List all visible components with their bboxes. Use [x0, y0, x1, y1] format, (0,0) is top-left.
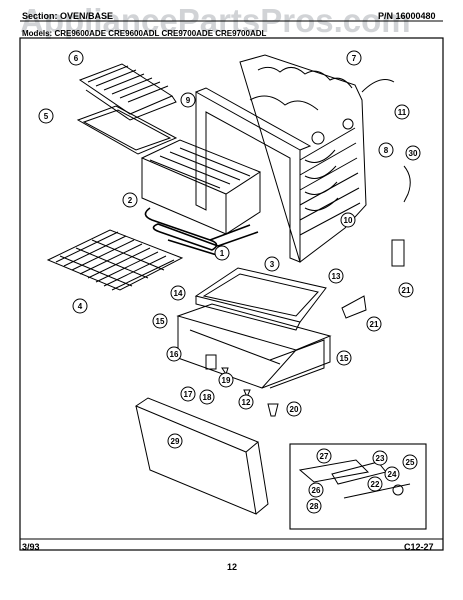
svg-text:11: 11: [398, 108, 407, 117]
oven-light-wire: [361, 79, 395, 93]
svg-text:30: 30: [409, 149, 418, 158]
svg-text:5: 5: [44, 112, 49, 121]
terminal-block: [391, 239, 405, 267]
oven-bottom-panel: [194, 267, 327, 331]
svg-text:15: 15: [156, 317, 165, 326]
callout-16: 16: [166, 346, 182, 362]
callout-3: 3: [264, 256, 280, 272]
svg-text:12: 12: [242, 398, 251, 407]
broil-pan-insert: [78, 63, 177, 121]
callout-24: 24: [384, 466, 400, 482]
svg-text:14: 14: [174, 289, 183, 298]
svg-text:23: 23: [376, 454, 385, 463]
callout-6: 6: [68, 50, 84, 66]
callout-9: 9: [180, 92, 196, 108]
callout-1: 1: [214, 245, 230, 261]
drawer-glide-part: [205, 354, 217, 370]
svg-text:20: 20: [290, 405, 299, 414]
section-title: Section: OVEN/BASE: [22, 11, 114, 21]
diagram-code: C12-27: [404, 542, 434, 552]
svg-text:8: 8: [384, 146, 389, 155]
svg-text:4: 4: [78, 302, 83, 311]
callout-4: 4: [72, 298, 88, 314]
callout-30: 30: [405, 145, 421, 161]
svg-text:6: 6: [74, 54, 79, 63]
storage-drawer-frame: [176, 303, 332, 389]
screw-12: [243, 389, 251, 399]
callout-17: 17: [180, 386, 196, 402]
svg-text:29: 29: [171, 437, 180, 446]
callout-2: 2: [122, 192, 138, 208]
svg-text:16: 16: [170, 350, 179, 359]
anti-tip-bracket: [341, 295, 367, 319]
diagram-frame: [19, 37, 444, 551]
svg-text:2: 2: [128, 196, 133, 205]
leveling-leg: [267, 403, 279, 417]
svg-text:3: 3: [270, 260, 275, 269]
oven-cavity-body: [239, 54, 367, 263]
broil-element-assembly: [140, 139, 262, 235]
screw-19: [221, 367, 229, 376]
revision-date: 3/93: [22, 542, 40, 552]
page-number: 12: [227, 562, 238, 572]
callout-22: 22: [367, 476, 383, 492]
svg-text:9: 9: [186, 96, 191, 105]
callout-29: 29: [167, 433, 183, 449]
callout-21: 21: [398, 282, 414, 298]
callout-25: 25: [402, 454, 418, 470]
storage-drawer: [134, 397, 269, 515]
part-number: P/N 16000480: [378, 11, 436, 21]
model-list: Models: CRE9600ADE CRE9600ADL CRE9700ADE…: [22, 29, 267, 38]
svg-text:24: 24: [388, 470, 397, 479]
oven-rack: [46, 229, 184, 291]
callout-19: 19: [218, 372, 234, 388]
callout-20: 20: [286, 401, 302, 417]
callout-26: 26: [308, 482, 324, 498]
svg-text:17: 17: [184, 390, 193, 399]
svg-text:1: 1: [220, 249, 225, 258]
svg-text:28: 28: [310, 502, 319, 511]
svg-text:7: 7: [352, 54, 357, 63]
callout-7: 7: [346, 50, 362, 66]
callout-21: 21: [366, 316, 382, 332]
oven-front-frame: [195, 87, 312, 263]
svg-text:15: 15: [340, 354, 349, 363]
callout-5: 5: [38, 108, 54, 124]
callout-27: 27: [316, 448, 332, 464]
callout-23: 23: [372, 450, 388, 466]
svg-text:22: 22: [371, 480, 380, 489]
callout-15: 15: [336, 350, 352, 366]
broil-pan: [76, 105, 178, 155]
small-hardware: [205, 79, 411, 417]
svg-text:19: 19: [222, 376, 231, 385]
svg-text:25: 25: [406, 458, 415, 467]
callout-28: 28: [306, 498, 322, 514]
svg-text:26: 26: [312, 486, 321, 495]
callout-10: 10: [340, 212, 356, 228]
bake-element: [144, 207, 259, 257]
oven-light-socket: [311, 131, 325, 145]
svg-text:21: 21: [370, 320, 379, 329]
callout-15: 15: [152, 313, 168, 329]
callout-11: 11: [394, 104, 410, 120]
svg-text:10: 10: [344, 216, 353, 225]
sensor-probe: [342, 118, 354, 130]
callout-12: 12: [238, 394, 254, 410]
svg-text:13: 13: [332, 272, 341, 281]
svg-text:27: 27: [320, 452, 329, 461]
svg-text:18: 18: [203, 393, 212, 402]
callout-13: 13: [328, 268, 344, 284]
wire-harness: [403, 165, 411, 203]
callout-18: 18: [199, 389, 215, 405]
svg-text:21: 21: [402, 286, 411, 295]
callout-8: 8: [378, 142, 394, 158]
callout-14: 14: [170, 285, 186, 301]
